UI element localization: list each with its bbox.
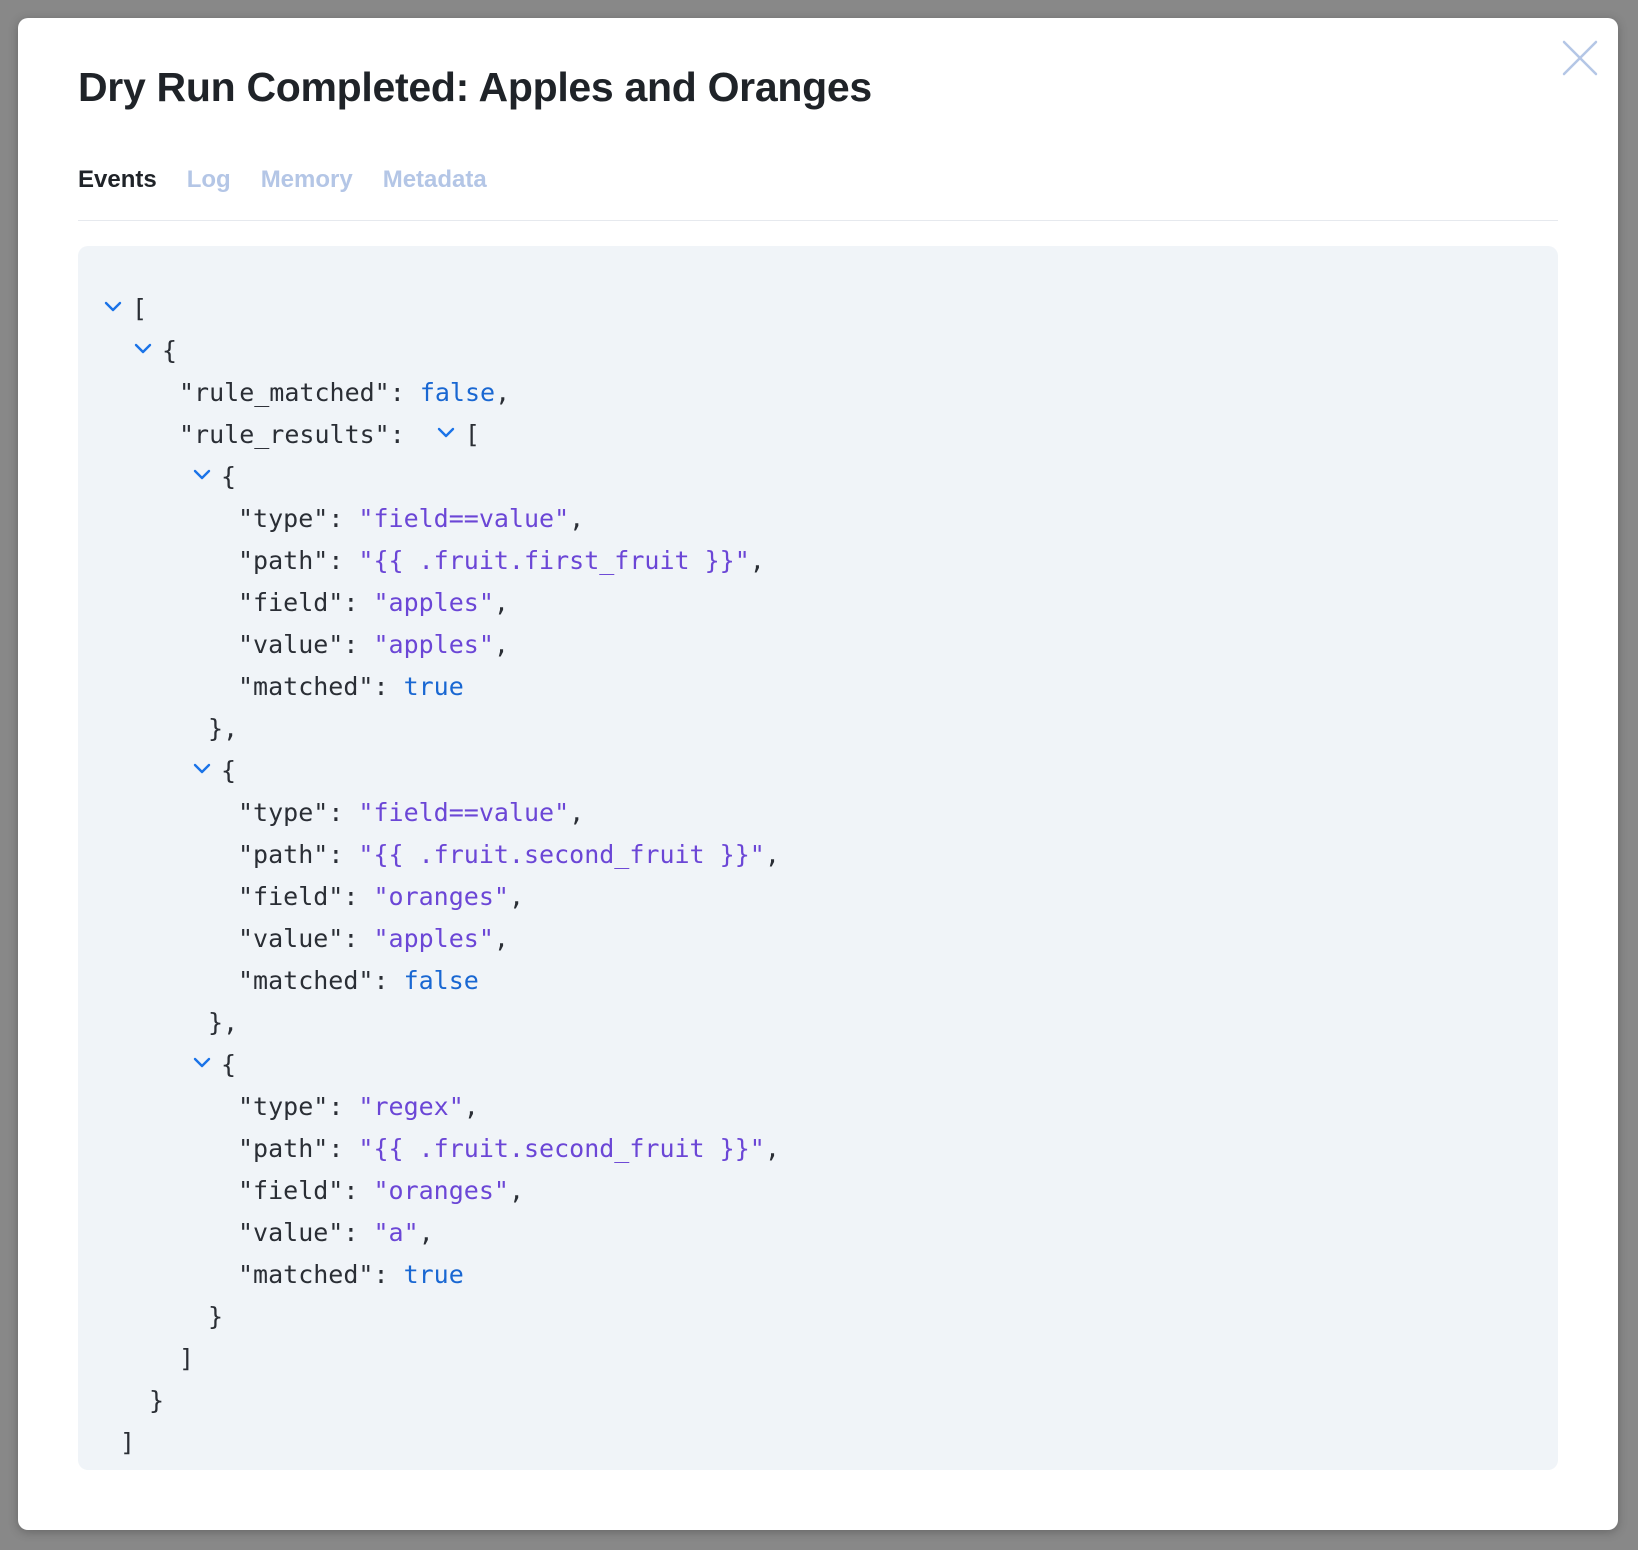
json-string: "{{ .fruit.first_fruit }}" <box>358 546 750 575</box>
json-line: } <box>102 1380 1558 1422</box>
chevron-down-icon <box>134 343 152 354</box>
json-key: "rule_results" <box>179 420 390 449</box>
tab-metadata[interactable]: Metadata <box>382 166 487 193</box>
collapse-toggle[interactable] <box>132 330 158 372</box>
json-key: "type" <box>238 1092 329 1121</box>
json-key: "value" <box>238 630 344 659</box>
json-punct: ] <box>120 1428 136 1457</box>
collapse-toggle[interactable] <box>191 750 217 792</box>
json-line: "rule_matched": false, <box>179 378 511 407</box>
json-line: "field": "oranges", <box>238 882 524 911</box>
json-string: "field==value" <box>358 504 570 533</box>
json-line: }, <box>102 708 1558 750</box>
json-key: "type" <box>238 504 329 533</box>
json-line: "value": "apples", <box>238 630 509 659</box>
close-icon <box>1562 40 1598 76</box>
json-key: "matched" <box>238 1260 374 1289</box>
json-line: "type": "field==value", <box>238 504 585 533</box>
json-key: "field" <box>238 1176 344 1205</box>
json-string: "{{ .fruit.second_fruit }}" <box>358 840 765 869</box>
json-line: "path": "{{ .fruit.first_fruit }}", <box>238 546 765 575</box>
chevron-down-icon <box>193 1057 211 1068</box>
json-line: "value": "a", <box>238 1218 434 1247</box>
json-key: "type" <box>238 798 329 827</box>
json-line: "rule_results": [ <box>102 414 1558 456</box>
json-punct: }, <box>208 714 239 743</box>
chevron-down-icon <box>193 469 211 480</box>
collapse-toggle[interactable] <box>191 1044 217 1086</box>
json-punct: ] <box>179 1344 195 1373</box>
tab-memory[interactable]: Memory <box>260 166 353 193</box>
json-boolean: false <box>419 378 496 407</box>
json-line: [ <box>102 288 1558 330</box>
json-boolean: false <box>403 966 479 995</box>
json-key: "matched" <box>238 966 374 995</box>
json-line: "matched": false <box>238 966 479 995</box>
json-key: "field" <box>238 882 344 911</box>
json-string: "apples" <box>373 630 494 659</box>
json-line: }, <box>102 1002 1558 1044</box>
json-line: "type": "regex", <box>238 1092 479 1121</box>
json-line: ] <box>102 1338 1558 1380</box>
json-string: "field==value" <box>358 798 570 827</box>
json-line: { <box>102 1044 1558 1086</box>
json-line: "field": "apples", <box>238 588 509 617</box>
collapse-toggle[interactable] <box>191 456 217 498</box>
json-line: "matched": true <box>238 672 464 701</box>
json-string: "oranges" <box>373 882 509 911</box>
json-line: { <box>102 330 1558 372</box>
close-button[interactable] <box>1558 36 1602 80</box>
json-line: "path": "{{ .fruit.second_fruit }}", <box>238 840 780 869</box>
json-punct: { <box>221 1050 237 1079</box>
json-punct: } <box>149 1386 165 1415</box>
json-punct: [ <box>464 420 480 449</box>
json-boolean: true <box>403 672 464 701</box>
json-line: } <box>102 1296 1558 1338</box>
json-string: "apples" <box>373 588 494 617</box>
json-punct: { <box>221 462 237 491</box>
json-punct: { <box>221 756 237 785</box>
json-line: "type": "field==value", <box>238 798 585 827</box>
json-key: "path" <box>238 840 329 869</box>
json-string: "oranges" <box>373 1176 509 1205</box>
json-key: "rule_matched" <box>179 378 390 407</box>
json-key: "value" <box>238 924 344 953</box>
json-punct: }, <box>208 1008 239 1037</box>
json-line: "matched": true <box>238 1260 464 1289</box>
json-string: "{{ .fruit.second_fruit }}" <box>358 1134 765 1163</box>
chevron-down-icon <box>193 763 211 774</box>
collapse-toggle[interactable] <box>435 414 461 456</box>
tab-events[interactable]: Events <box>78 166 157 193</box>
json-key: "matched" <box>238 672 374 701</box>
json-punct: } <box>208 1302 224 1331</box>
tab-bar: Events Log Memory Metadata <box>78 164 487 196</box>
json-string: "a" <box>373 1218 419 1247</box>
collapse-toggle[interactable] <box>102 288 128 330</box>
json-line: "path": "{{ .fruit.second_fruit }}", <box>238 1134 780 1163</box>
json-line: { <box>102 456 1558 498</box>
json-key: "value" <box>238 1218 344 1247</box>
json-punct: { <box>162 336 178 365</box>
json-line: "value": "apples", <box>238 924 509 953</box>
tabs-divider <box>78 220 1558 221</box>
chevron-down-icon <box>104 301 122 312</box>
json-string: "regex" <box>358 1092 464 1121</box>
chevron-down-icon <box>437 427 455 438</box>
dry-run-dialog: Dry Run Completed: Apples and Oranges Ev… <box>18 18 1618 1530</box>
json-viewer: [ { "rule_matched": false, "rule_results… <box>78 246 1558 1470</box>
json-line: { <box>102 750 1558 792</box>
json-key: "path" <box>238 546 329 575</box>
tab-log[interactable]: Log <box>186 166 231 193</box>
json-key: "path" <box>238 1134 329 1163</box>
json-line: "field": "oranges", <box>238 1176 524 1205</box>
json-string: "apples" <box>373 924 494 953</box>
json-punct: [ <box>132 294 148 323</box>
json-key: "field" <box>238 588 344 617</box>
dialog-title: Dry Run Completed: Apples and Oranges <box>78 64 872 110</box>
json-boolean: true <box>403 1260 464 1289</box>
json-line: ] <box>102 1422 1558 1464</box>
